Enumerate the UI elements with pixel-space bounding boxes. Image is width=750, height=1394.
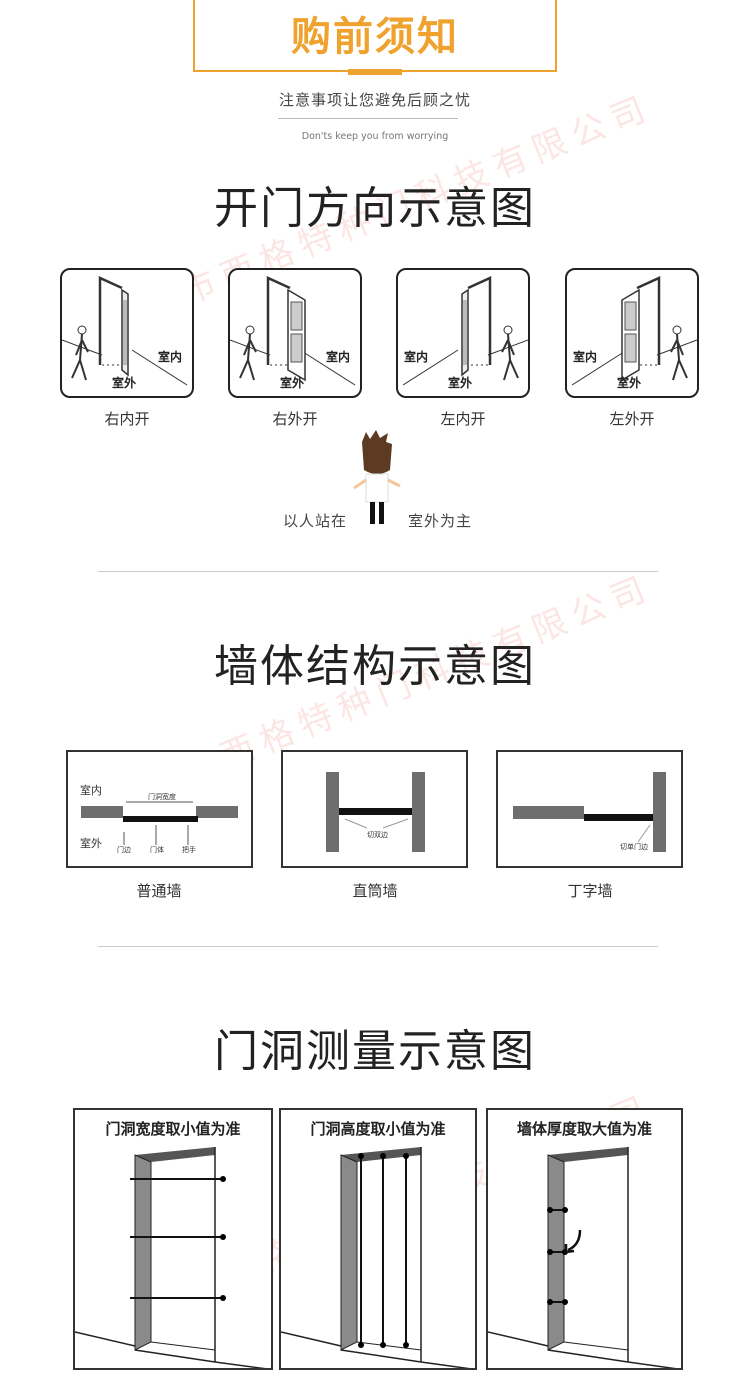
door-direction-label: 右内开 bbox=[104, 410, 150, 428]
door-opening-illustration bbox=[75, 1147, 266, 1368]
door-diagram-3: 室内 室外 bbox=[565, 268, 699, 398]
english-subtitle: Don'ts keep you from worrying bbox=[301, 131, 449, 142]
outside-label: 室外 bbox=[448, 376, 473, 390]
wall-diagram-t: 切单门边 bbox=[496, 750, 683, 868]
section-title-wall-structure: 墙体结构示意图 bbox=[214, 641, 536, 692]
measure-diagram-2: 墙体厚度取大值为准 bbox=[486, 1108, 683, 1370]
callout-label: 切双边 bbox=[367, 831, 388, 839]
person-back-icon bbox=[353, 430, 401, 524]
outside-label: 室外 bbox=[617, 376, 642, 390]
callout-handle: 把手 bbox=[182, 846, 196, 854]
door-diagram-2: 室内 室外 bbox=[396, 268, 530, 398]
page-subtitle: 注意事项让您避免后顾之忧 bbox=[278, 91, 471, 109]
door-illustration bbox=[402, 276, 529, 386]
section-title-measurement: 门洞测量示意图 bbox=[214, 1026, 536, 1077]
callout-door-edge: 门边 bbox=[117, 846, 131, 854]
inside-label: 室内 bbox=[157, 350, 182, 364]
door-direction-label: 左外开 bbox=[609, 410, 655, 428]
door-illustration bbox=[229, 276, 356, 386]
wall-diagram-normal: 室内 室外 门洞宽度 门边 门体 把手 bbox=[66, 750, 253, 868]
inside-label: 室内 bbox=[573, 350, 598, 364]
wall-type-label: 普通墙 bbox=[136, 882, 182, 900]
inside-label: 室内 bbox=[404, 350, 429, 364]
outside-label: 室外 bbox=[280, 376, 305, 390]
normal-wall-illustration bbox=[81, 801, 238, 845]
outside-label: 室外 bbox=[112, 376, 137, 390]
measure-title: 门洞高度取小值为准 bbox=[310, 1120, 446, 1138]
callout-door-body: 门体 bbox=[150, 846, 164, 854]
inside-label: 室内 bbox=[325, 350, 350, 364]
outside-label: 室外 bbox=[80, 837, 102, 850]
page-title: 购前须知 bbox=[291, 14, 459, 60]
door-opening-illustration bbox=[488, 1147, 677, 1368]
section-title-door-direction: 开门方向示意图 bbox=[214, 183, 536, 234]
door-direction-label: 左内开 bbox=[440, 410, 486, 428]
note-left: 以人站在 bbox=[283, 512, 348, 530]
note-right: 室外为主 bbox=[408, 512, 473, 530]
t-wall-illustration bbox=[513, 772, 666, 852]
callout-label: 切单门边 bbox=[620, 843, 648, 851]
door-illustration bbox=[61, 276, 188, 386]
section-divider bbox=[98, 946, 658, 947]
straight-wall-illustration bbox=[326, 772, 425, 852]
inside-label: 室内 bbox=[80, 784, 102, 797]
door-diagram-1: 室内 室外 bbox=[228, 268, 362, 398]
measure-diagram-0: 门洞宽度取小值为准 bbox=[73, 1108, 273, 1370]
door-diagram-0: 室内 室外 bbox=[60, 268, 194, 398]
wall-type-label: 丁字墙 bbox=[567, 882, 613, 900]
section-divider bbox=[98, 571, 658, 572]
header-accent-bar bbox=[348, 69, 402, 75]
wall-type-label: 直筒墙 bbox=[352, 882, 398, 900]
wall-diagram-straight: 切双边 bbox=[281, 750, 468, 868]
door-opening-illustration bbox=[281, 1147, 470, 1368]
measure-title: 墙体厚度取大值为准 bbox=[516, 1120, 652, 1138]
door-direction-label: 右外开 bbox=[272, 410, 318, 428]
measure-title: 门洞宽度取小值为准 bbox=[105, 1120, 241, 1138]
door-illustration bbox=[571, 276, 698, 386]
width-label: 门洞宽度 bbox=[148, 793, 176, 801]
subtitle-divider bbox=[278, 118, 458, 119]
measure-diagram-1: 门洞高度取小值为准 bbox=[279, 1108, 477, 1370]
